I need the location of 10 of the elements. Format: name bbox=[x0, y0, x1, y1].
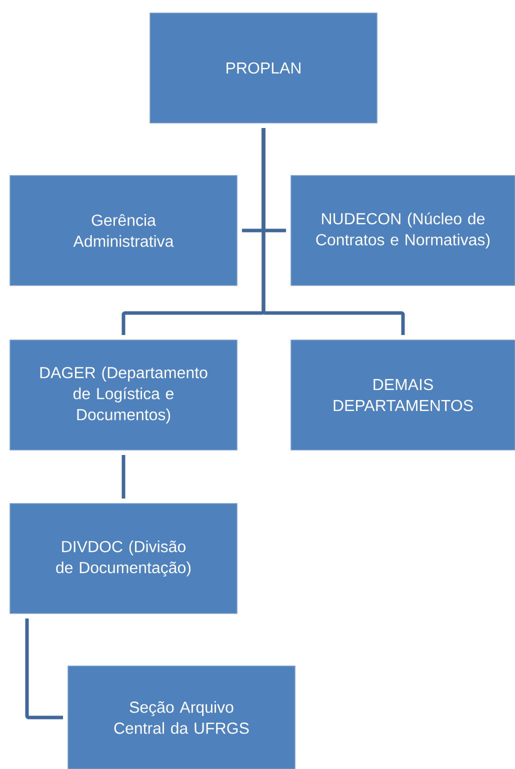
org-box: DIVDOC (Divisão de Documentação) bbox=[10, 503, 238, 614]
org-box: PROPLAN bbox=[150, 12, 378, 124]
org-box: DEMAIS DEPARTAMENTOS bbox=[290, 340, 515, 450]
org-box: Gerência Administrativa bbox=[10, 175, 238, 286]
connector-line bbox=[122, 455, 126, 498]
org-box: DAGER (Departamento de Logística e Documentos) bbox=[10, 340, 238, 450]
org-box: NUDECON (Núcleo de Contratos e Normativas) bbox=[290, 175, 515, 286]
connector-line bbox=[25, 618, 63, 720]
connector-line bbox=[262, 128, 405, 335]
org-box: Seção Arquivo Central da UFRGS bbox=[68, 666, 296, 769]
